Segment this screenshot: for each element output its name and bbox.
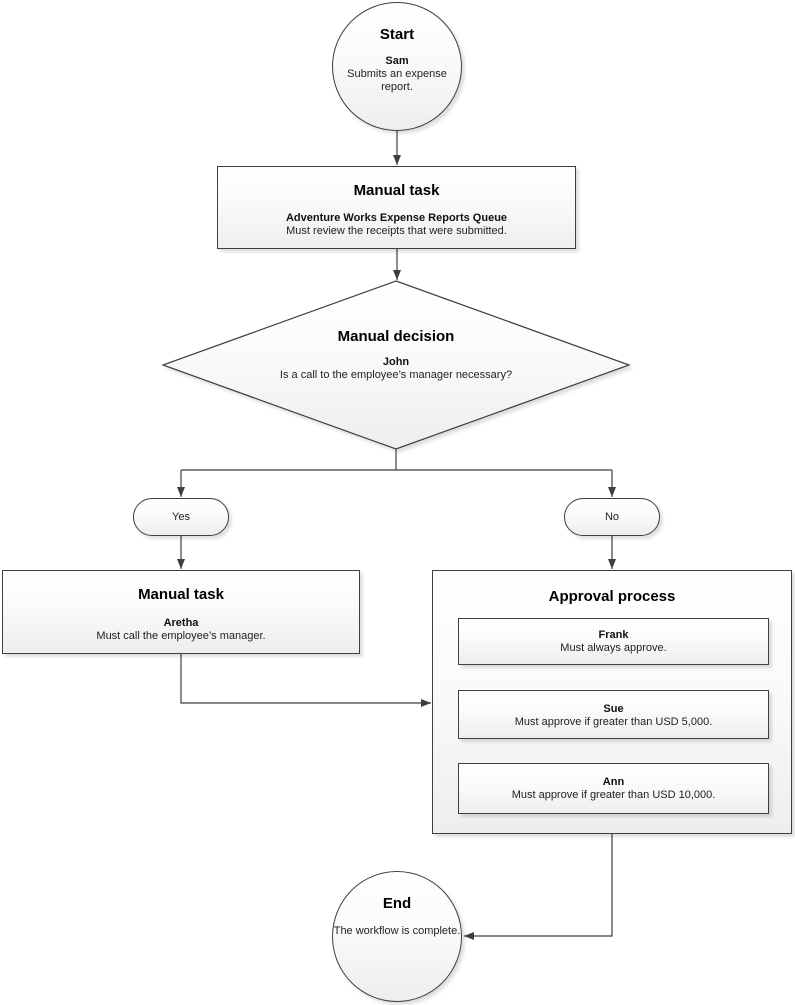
review-task-title: Manual task <box>353 182 440 199</box>
approval-step-description: Must approve if greater than USD 5,000. <box>514 716 713 728</box>
approval-process-node[interactable]: Approval process Frank Must always appro… <box>432 570 792 834</box>
connector-call-task-to-approval <box>180 654 431 707</box>
approval-step-actor: Frank <box>598 629 629 641</box>
approval-step-actor: Ann <box>602 776 625 788</box>
yes-branch-pill[interactable]: Yes <box>133 498 229 536</box>
approval-step-description: Must approve if greater than USD 10,000. <box>511 789 716 801</box>
connector-approval-to-end <box>464 834 613 940</box>
review-task-actor: Adventure Works Expense Reports Queue <box>285 212 508 224</box>
end-node[interactable]: End The workflow is complete. <box>332 871 462 1002</box>
call-task-title: Manual task <box>138 586 224 603</box>
no-branch-label: No <box>604 511 620 523</box>
decision-node[interactable]: Manual decision John Is a call to the em… <box>163 281 629 449</box>
start-actor: Sam <box>385 55 409 67</box>
review-task-description: Must review the receipts that were submi… <box>286 225 507 237</box>
approval-step-ann[interactable]: Ann Must approve if greater than USD 10,… <box>458 763 769 814</box>
approval-step-sue[interactable]: Sue Must approve if greater than USD 5,0… <box>458 690 769 739</box>
end-description: The workflow is complete. <box>333 925 461 937</box>
call-task-actor: Aretha <box>163 617 199 629</box>
no-branch-pill[interactable]: No <box>564 498 660 536</box>
call-task-node[interactable]: Manual task Aretha Must call the employe… <box>2 570 360 654</box>
decision-title: Manual decision <box>337 327 455 345</box>
approval-step-actor: Sue <box>603 703 624 715</box>
decision-description: Is a call to the employee’s manager nece… <box>279 368 513 381</box>
start-description: Submits an expense report. <box>347 68 447 93</box>
approval-step-description: Must always approve. <box>560 642 667 654</box>
end-title: End <box>382 895 412 912</box>
approval-step-frank[interactable]: Frank Must always approve. <box>458 618 769 665</box>
start-title: Start <box>379 26 415 43</box>
call-task-description: Must call the employee’s manager. <box>96 630 266 642</box>
review-task-node[interactable]: Manual task Adventure Works Expense Repo… <box>217 166 576 249</box>
approval-process-title: Approval process <box>548 588 676 605</box>
yes-branch-label: Yes <box>172 511 190 523</box>
decision-actor: John <box>382 355 410 368</box>
start-node[interactable]: Start Sam Submits an expense report. <box>332 2 462 131</box>
